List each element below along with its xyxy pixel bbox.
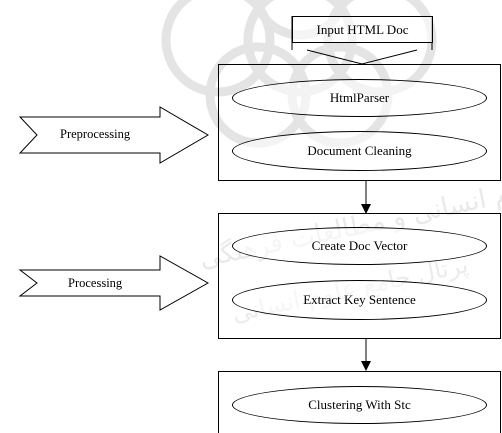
node-htmlparser: HtmlParser (232, 79, 487, 117)
input-html-doc-label: Input HTML Doc (316, 21, 409, 37)
group-processing (218, 213, 501, 339)
group-clustering (218, 371, 501, 433)
node-clustering-with-stc: Clustering With Stc (232, 386, 487, 424)
group-preprocessing (218, 64, 501, 181)
node-document-cleaning: Document Cleaning (232, 131, 487, 171)
stage-arrow-preprocessing (18, 106, 209, 164)
node-extract-key-sentence: Extract Key Sentence (232, 280, 487, 320)
node-create-doc-vector: Create Doc Vector (232, 227, 487, 265)
input-html-doc-box: Input HTML Doc (292, 16, 433, 43)
stage-arrow-processing (18, 255, 210, 311)
stage-label-preprocessing: Preprocessing (60, 127, 131, 141)
stage-label-processing: Processing (68, 276, 123, 290)
